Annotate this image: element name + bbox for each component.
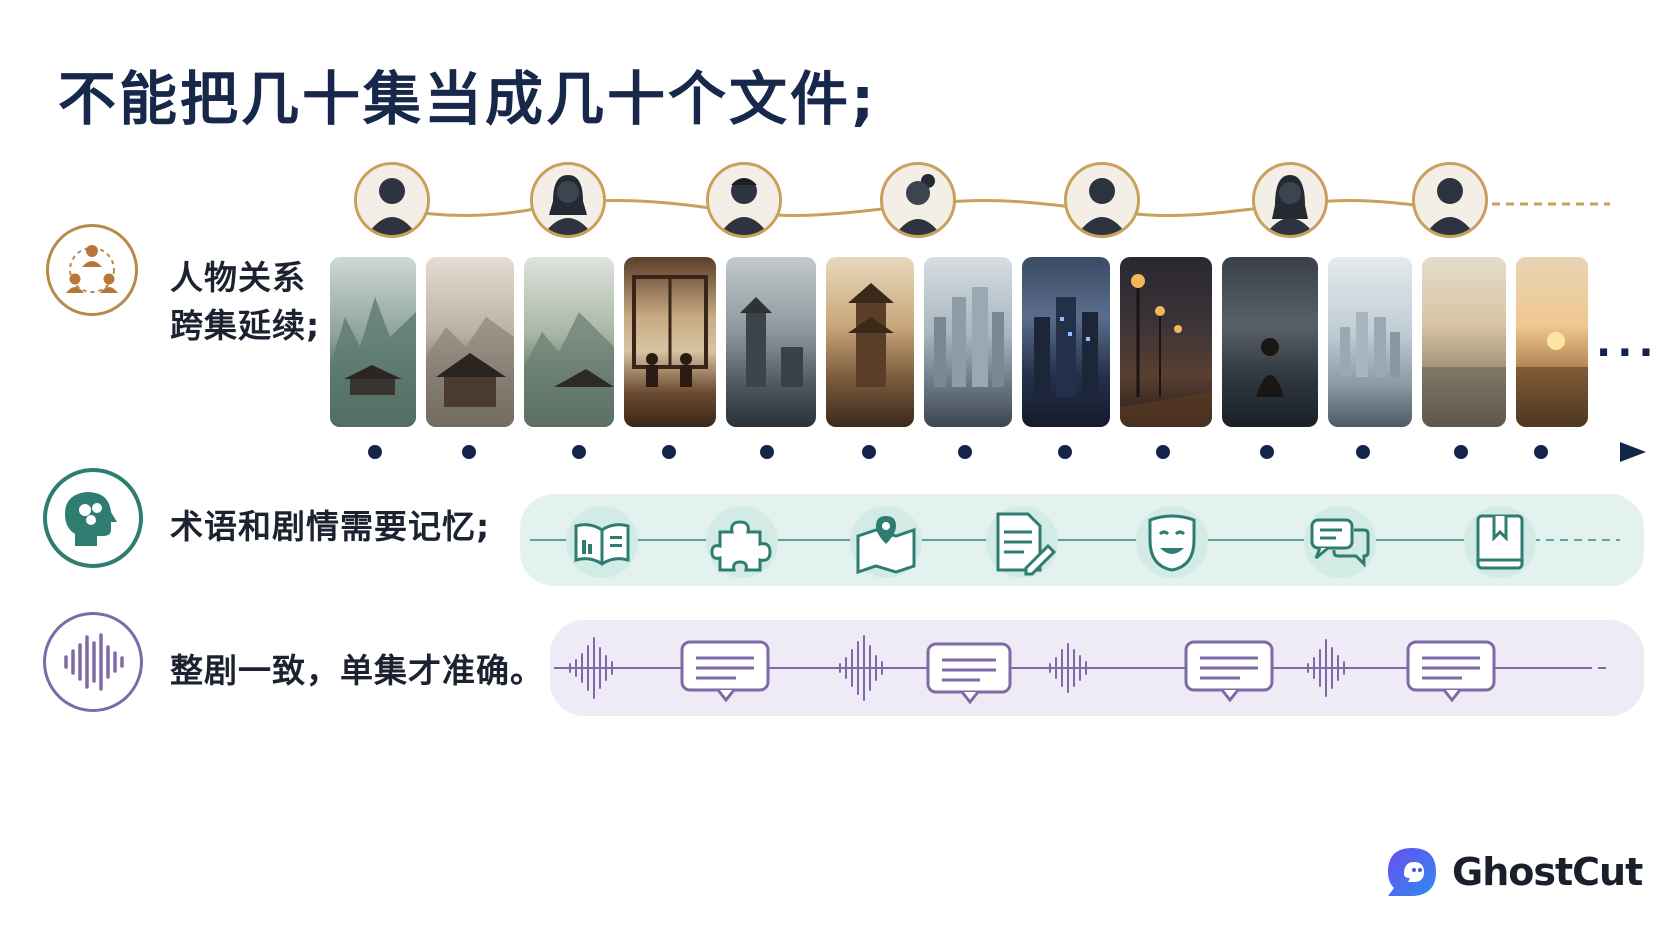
scene-card (726, 257, 816, 427)
scene-card (524, 257, 614, 427)
scene-card (924, 257, 1012, 427)
characters-row-label: 人物关系 跨集延续; (170, 258, 321, 345)
timeline-dot (1156, 445, 1170, 459)
timeline-dot (1454, 445, 1468, 459)
scene-card (1328, 257, 1412, 427)
timeline-dot (368, 445, 382, 459)
scene-card (1422, 257, 1506, 427)
timeline-dot (1058, 445, 1072, 459)
timeline-dot (1260, 445, 1274, 459)
chat-bubbles-icon (1304, 506, 1376, 578)
ghostcut-logo-icon (1380, 842, 1442, 904)
character-avatar (354, 162, 430, 238)
character-avatar (530, 162, 606, 238)
scene-card (826, 257, 914, 427)
brain-head-icon (43, 468, 143, 568)
consistency-row-label: 整剧一致，单集才准确。 (170, 651, 544, 690)
timeline-dot (662, 445, 676, 459)
scene-card (426, 257, 514, 427)
timeline-dot (462, 445, 476, 459)
timeline-dot (1534, 445, 1548, 459)
ghostcut-logo-text: GhostCut (1452, 850, 1643, 894)
timeline-dot (958, 445, 972, 459)
scene-card (1222, 257, 1318, 427)
map-pin-icon (850, 506, 922, 578)
document-pen-icon (986, 506, 1058, 578)
open-book-icon (566, 506, 638, 578)
timeline-dot (572, 445, 586, 459)
character-avatar (1064, 162, 1140, 238)
scene-card (330, 257, 416, 427)
episode-timeline (140, 442, 1646, 462)
scene-card (1516, 257, 1588, 427)
character-avatar (1252, 162, 1328, 238)
audio-subtitle-track (554, 635, 1610, 705)
bookmark-book-icon (1464, 506, 1536, 578)
sound-wave-icon (43, 612, 143, 712)
timeline-dot (862, 445, 876, 459)
scene-card (1120, 257, 1212, 427)
scene-card (624, 257, 716, 427)
page-title: 不能把几十集当成几十个文件; (58, 65, 878, 133)
memory-row-label: 术语和剧情需要记忆; (170, 507, 491, 546)
timeline-dot (760, 445, 774, 459)
people-network-icon (46, 224, 138, 316)
more-ellipsis: ··· (1596, 330, 1660, 376)
character-avatar (880, 162, 956, 238)
character-avatar (1412, 162, 1488, 238)
puzzle-icon (706, 506, 778, 578)
theater-mask-icon (1136, 506, 1208, 578)
timeline-dot (1356, 445, 1370, 459)
scene-card (1022, 257, 1110, 427)
character-avatar (706, 162, 782, 238)
